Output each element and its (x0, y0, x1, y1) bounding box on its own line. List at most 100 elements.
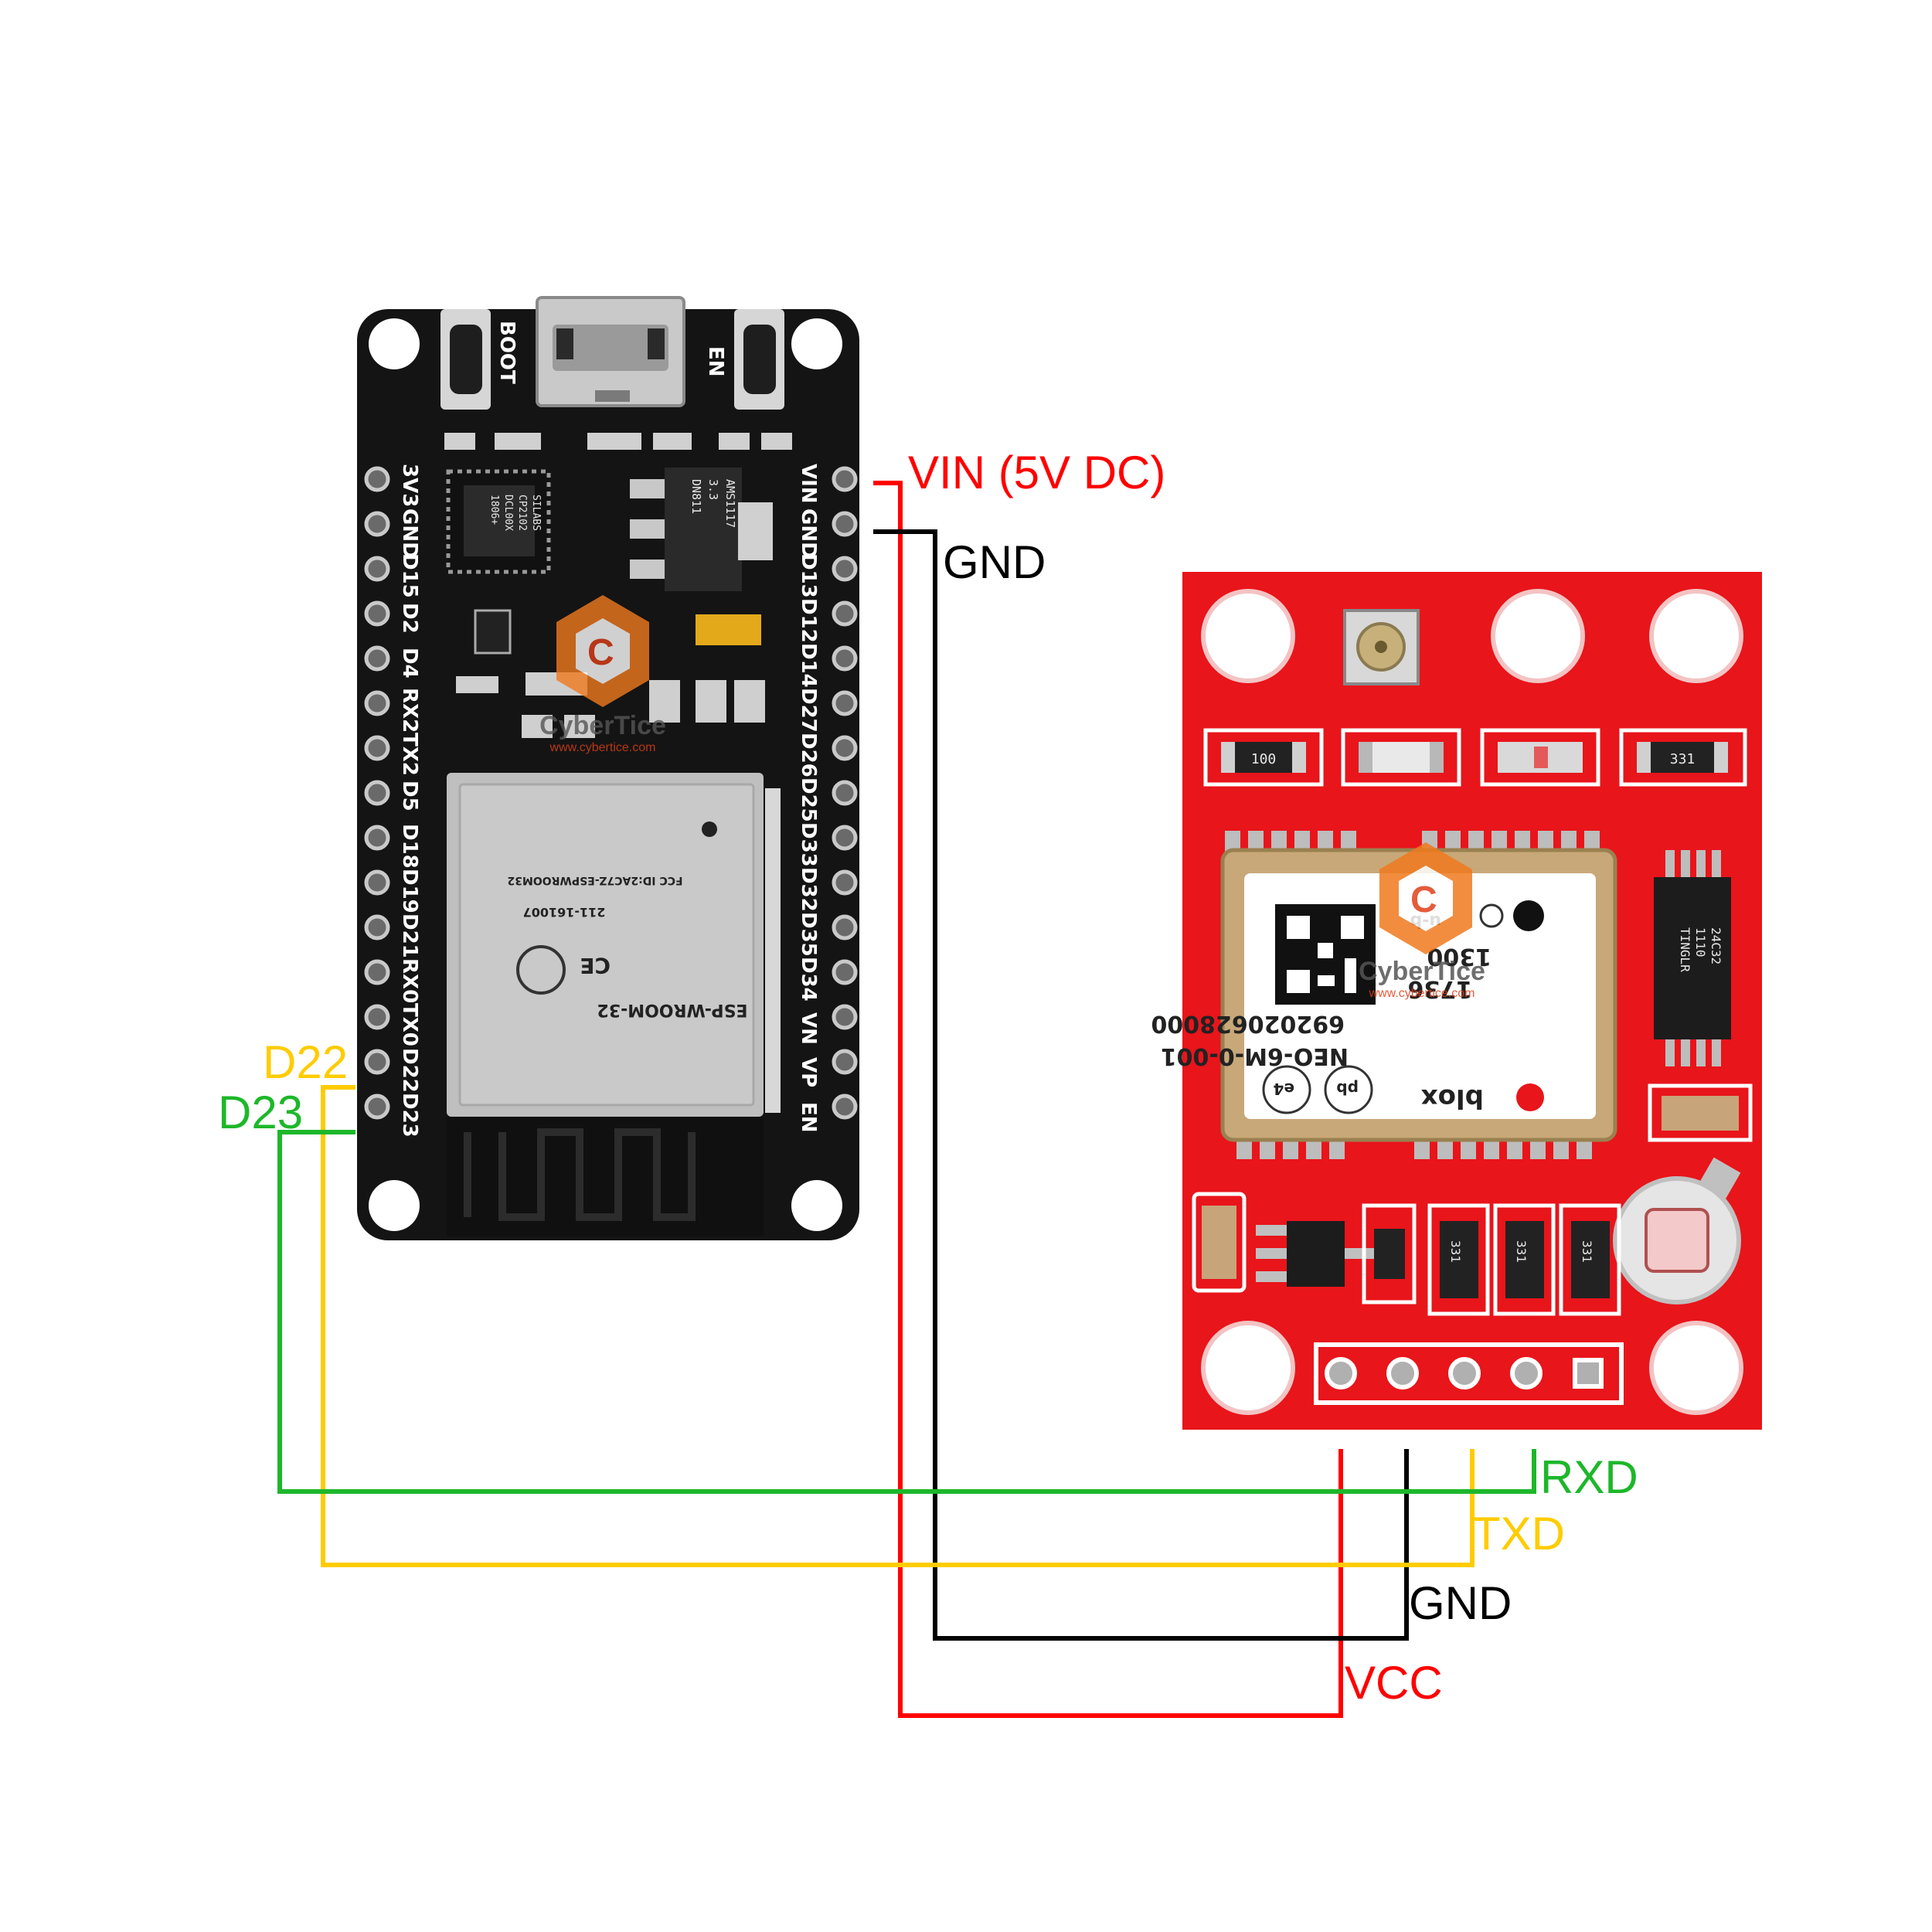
svg-text:e4: e4 (1274, 1080, 1294, 1098)
wire-vin-vcc (873, 481, 1343, 1718)
pin-label: D12 (797, 598, 820, 643)
pin-label: D33 (797, 822, 820, 867)
wire-d22-txd (321, 1085, 1475, 1567)
pin-label: 3V3 (398, 464, 421, 507)
pin-label: RX2 (398, 688, 421, 733)
watermark-url: www.cybertice.com (1369, 987, 1475, 1000)
pin-label: D14 (797, 643, 820, 688)
neo-6m-module: u-b 1300 1736 692020628000 NEO-6M-0-001 … (1151, 831, 1617, 1159)
left-pin-labels: 3V3 GND D15 D2 D4 RX2 TX2 D5 D18 D19 D21… (398, 464, 421, 1138)
svg-text:1806+: 1806+ (488, 495, 500, 525)
esp32-board: BOOT EN SILABS CP2102 DCL00X 1806+ (357, 296, 859, 1240)
label-esp-gnd: GND (943, 536, 1046, 588)
svg-text:DCL00X: DCL00X (502, 495, 514, 531)
micro-usb-port (536, 296, 685, 407)
svg-text:AMS1117: AMS1117 (723, 479, 737, 528)
pin-label: D4 (398, 648, 421, 679)
pin-label: VP (797, 1057, 820, 1087)
mounting-hole (369, 318, 420, 369)
pin-label: GND (797, 509, 820, 559)
watermark-logo: C CyberTice www.cybertice.com (1359, 842, 1485, 1000)
svg-text:NEO-6M-0-001: NEO-6M-0-001 (1161, 1043, 1349, 1070)
svg-text:211-161007: 211-161007 (523, 905, 606, 920)
wire-gnd-gnd (873, 529, 1409, 1641)
pin-label: VN (797, 1012, 820, 1045)
svg-text:FCC ID:2AC7Z-ESPWROOM32: FCC ID:2AC7Z-ESPWROOM32 (507, 874, 682, 886)
backup-battery (1613, 1157, 1741, 1304)
svg-text:pb: pb (1336, 1080, 1359, 1098)
svg-text:331: 331 (1514, 1240, 1529, 1263)
svg-text:1736: 1736 (1408, 975, 1473, 1002)
boot-label: BOOT (495, 321, 519, 384)
pin-label: D35 (797, 912, 820, 957)
mounting-hole (1649, 589, 1743, 683)
svg-text:CP2102: CP2102 (516, 495, 528, 531)
mounting-hole (1201, 1321, 1295, 1415)
left-header (364, 466, 390, 1120)
pin-label: D32 (797, 867, 820, 912)
mounting-hole (1649, 1321, 1743, 1415)
svg-text:24C32: 24C32 (1709, 927, 1723, 964)
pin-label: D15 (398, 553, 421, 598)
mounting-hole (791, 1180, 842, 1231)
svg-text:DN811: DN811 (689, 479, 703, 514)
label-gps-gnd: GND (1409, 1577, 1512, 1629)
pin-label: EN (797, 1102, 820, 1133)
svg-text:692020628000: 692020628000 (1151, 1010, 1345, 1037)
eeprom-chip: 24C32 1110 TINGLR (1654, 850, 1731, 1066)
pin-label: D22 (398, 1048, 421, 1093)
pin-label: D21 (398, 913, 421, 958)
voltage-regulator: AMS1117 3.3 DN811 (630, 468, 773, 591)
svg-text:331: 331 (1448, 1240, 1463, 1263)
boot-button[interactable] (440, 309, 491, 410)
watermark-name: CyberTice (1359, 957, 1485, 986)
smd-components: 331 331 331 (1192, 1192, 1621, 1316)
svg-text:ESP-WROOM-32: ESP-WROOM-32 (597, 1000, 747, 1019)
svg-text:C: C (587, 632, 614, 673)
pin-label: D23 (398, 1093, 421, 1138)
svg-text:100: 100 (1251, 751, 1277, 767)
pin-label: D26 (797, 733, 820, 777)
svg-text:3.3: 3.3 (706, 479, 720, 500)
pin-label: D19 (398, 869, 421, 913)
en-button[interactable] (734, 309, 784, 410)
label-rxd: RXD (1540, 1451, 1638, 1503)
en-label: EN (704, 346, 727, 377)
wire-d23-rxd (277, 1130, 1536, 1494)
pin-label: D18 (398, 824, 421, 869)
pin-label: D34 (797, 957, 820, 1002)
mounting-hole (1491, 589, 1585, 683)
esp-wroom-32-module: ESP-WROOM-32 211-161007 FCC ID:2AC7Z-ESP… (447, 773, 781, 1236)
watermark-logo: C CyberTice www.cybertice.com (539, 595, 666, 754)
svg-text:CE: CE (580, 953, 611, 978)
pin-label: D5 (398, 781, 421, 811)
usb-uart-chip: SILABS CP2102 DCL00X 1806+ (446, 469, 551, 574)
mounting-hole (791, 318, 842, 369)
gps-pin-header (1314, 1342, 1624, 1405)
label-txd: TXD (1472, 1508, 1565, 1560)
svg-text:TINGLR: TINGLR (1678, 927, 1692, 972)
pin-label: D2 (398, 603, 421, 634)
svg-text:SILABS: SILABS (530, 495, 542, 531)
pin-label: D27 (797, 688, 820, 733)
gps-board: 100 331 (1151, 572, 1762, 1430)
pin-label: TX0 (398, 1003, 421, 1046)
watermark-url: www.cybertice.com (549, 741, 656, 754)
label-vcc: VCC (1345, 1657, 1443, 1709)
antenna-connector (1343, 609, 1420, 685)
pin-label: D25 (797, 777, 820, 822)
pin-label: D13 (797, 553, 820, 598)
right-pin-labels: VIN GND D13 D12 D14 D27 D26 D25 D33 D32 … (797, 464, 820, 1133)
svg-text:331: 331 (1580, 1240, 1594, 1263)
pin-label: VIN (797, 464, 820, 504)
label-vin: VIN (5V DC) (908, 447, 1165, 498)
capacitor (696, 614, 761, 645)
mounting-hole (1201, 589, 1295, 683)
smd-components (444, 433, 792, 450)
pin-label: RX0 (398, 958, 421, 1003)
svg-text:331: 331 (1670, 751, 1696, 767)
label-d23: D23 (218, 1087, 303, 1138)
mounting-hole (369, 1180, 420, 1231)
transistor (474, 609, 512, 655)
